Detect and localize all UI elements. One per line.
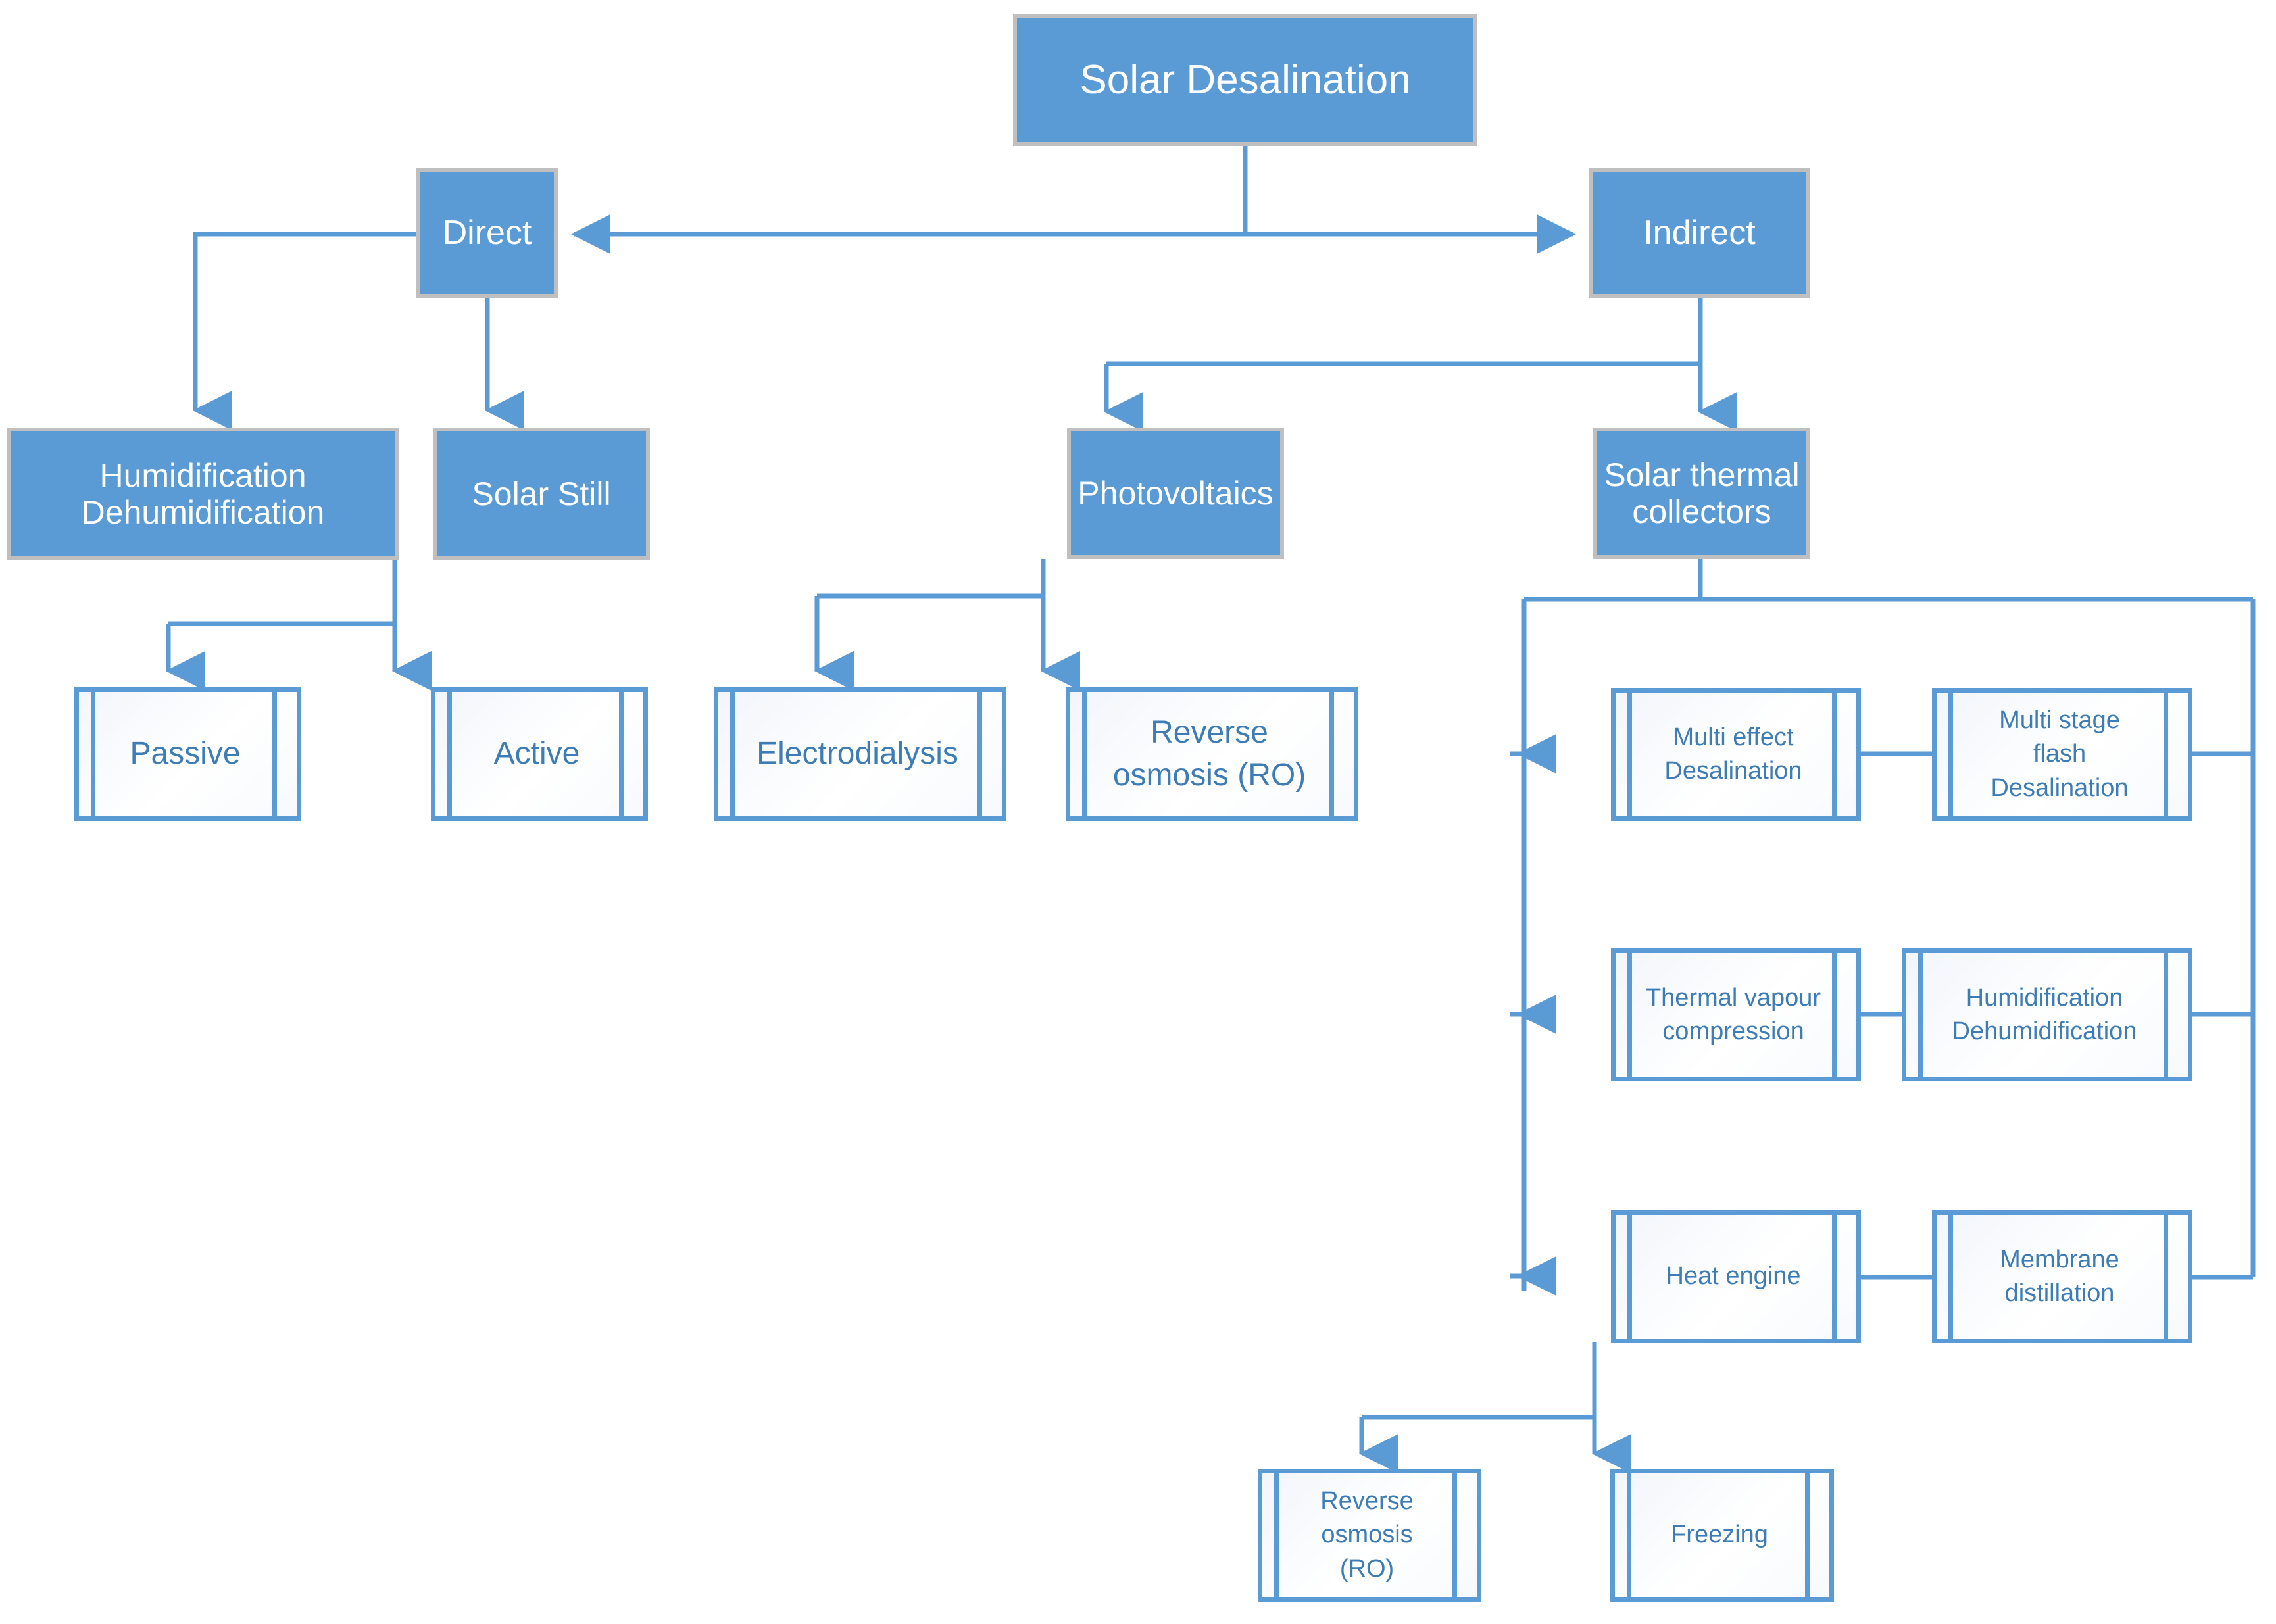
edge-direct-to-hdh xyxy=(192,232,416,431)
node-label-line2: Dehumidification xyxy=(81,494,325,531)
node-label-stack: Multi stage flash Desalination xyxy=(1937,704,2188,805)
node-label: Passive xyxy=(130,736,241,772)
node-solar-desalination[interactable]: Solar Desalination xyxy=(1013,14,1477,146)
node-label: Active xyxy=(493,736,580,772)
node-label-line2: distillation xyxy=(2004,1279,2115,1307)
node-heat-engine[interactable]: Heat engine xyxy=(1611,1210,1861,1343)
node-photovoltaics[interactable]: Photovoltaics xyxy=(1067,428,1284,559)
node-label-stack: Membrane distillation xyxy=(1937,1243,2188,1311)
node-multi-effect-desalination[interactable]: Multi effect Desalination xyxy=(1611,688,1861,821)
node-label-line2: flash xyxy=(2033,740,2087,768)
node-label-line1: Thermal vapour xyxy=(1645,983,1821,1012)
node-label-line2: osmosis xyxy=(1321,1521,1413,1549)
node-label: Photovoltaics xyxy=(1077,475,1274,512)
node-multi-stage-flash-desalination[interactable]: Multi stage flash Desalination xyxy=(1932,688,2192,821)
node-label-line2: Dehumidification xyxy=(1952,1018,2137,1045)
node-label-line1: Reverse xyxy=(1150,714,1268,750)
node-label-line2: compression xyxy=(1662,1018,1804,1045)
node-label-line3: Desalination xyxy=(1991,774,2129,802)
node-label: Direct xyxy=(442,213,532,252)
node-label-line2: Desalination xyxy=(1664,757,1802,785)
node-direct[interactable]: Direct xyxy=(416,168,558,298)
node-label-line3: (RO) xyxy=(1339,1554,1395,1583)
node-active[interactable]: Active xyxy=(431,687,648,821)
node-label: Solar Desalination xyxy=(1079,57,1411,103)
node-solar-still[interactable]: Solar Still xyxy=(433,428,650,560)
node-electrodialysis[interactable]: Electrodialysis xyxy=(714,687,1006,821)
node-label-stack: Solar thermal collectors xyxy=(1597,456,1806,530)
node-label-stack: Reverse osmosis (RO) xyxy=(1262,1485,1477,1586)
node-label-stack: Humidification Dehumidification xyxy=(1906,981,2188,1049)
node-label-line1: Multi stage xyxy=(1999,706,2120,735)
node-membrane-distillation[interactable]: Membrane distillation xyxy=(1932,1210,2192,1343)
node-label-stack: Humidification Dehumidification xyxy=(11,457,395,531)
node-label-stack: Multi effect Desalination xyxy=(1616,721,1856,789)
node-label: Solar Still xyxy=(472,476,611,512)
node-passive[interactable]: Passive xyxy=(74,687,301,821)
node-humidification-dehumidification-2[interactable]: Humidification Dehumidification xyxy=(1902,948,2192,1081)
node-freezing[interactable]: Freezing xyxy=(1610,1469,1834,1602)
node-reverse-osmosis-bottom[interactable]: Reverse osmosis (RO) xyxy=(1258,1469,1481,1602)
node-humidification-dehumidification[interactable]: Humidification Dehumidification xyxy=(7,428,399,560)
node-label-stack: Thermal vapour compression xyxy=(1616,981,1856,1049)
node-label-line1: Multi effect xyxy=(1673,723,1794,751)
node-label-line1: Solar thermal xyxy=(1604,456,1800,493)
node-label-line1: Membrane xyxy=(2000,1245,2119,1273)
node-thermal-vapour-compression[interactable]: Thermal vapour compression xyxy=(1611,948,1861,1081)
node-label-line2: osmosis (RO) xyxy=(1112,757,1306,793)
node-label-stack: Reverse osmosis (RO) xyxy=(1070,712,1354,797)
node-label-line1: Humidification xyxy=(1966,983,2123,1012)
node-label-line1: Humidification xyxy=(99,457,307,494)
node-reverse-osmosis-pv[interactable]: Reverse osmosis (RO) xyxy=(1066,687,1358,821)
node-solar-thermal-collectors[interactable]: Solar thermal collectors xyxy=(1593,428,1810,559)
node-label-line1: Reverse xyxy=(1320,1487,1414,1515)
node-label: Freezing xyxy=(1671,1521,1768,1549)
node-label: Heat engine xyxy=(1666,1262,1801,1291)
node-indirect[interactable]: Indirect xyxy=(1589,168,1810,298)
node-label: Electrodialysis xyxy=(756,736,958,772)
node-label: Indirect xyxy=(1643,213,1756,252)
node-label-line2: collectors xyxy=(1632,493,1771,530)
